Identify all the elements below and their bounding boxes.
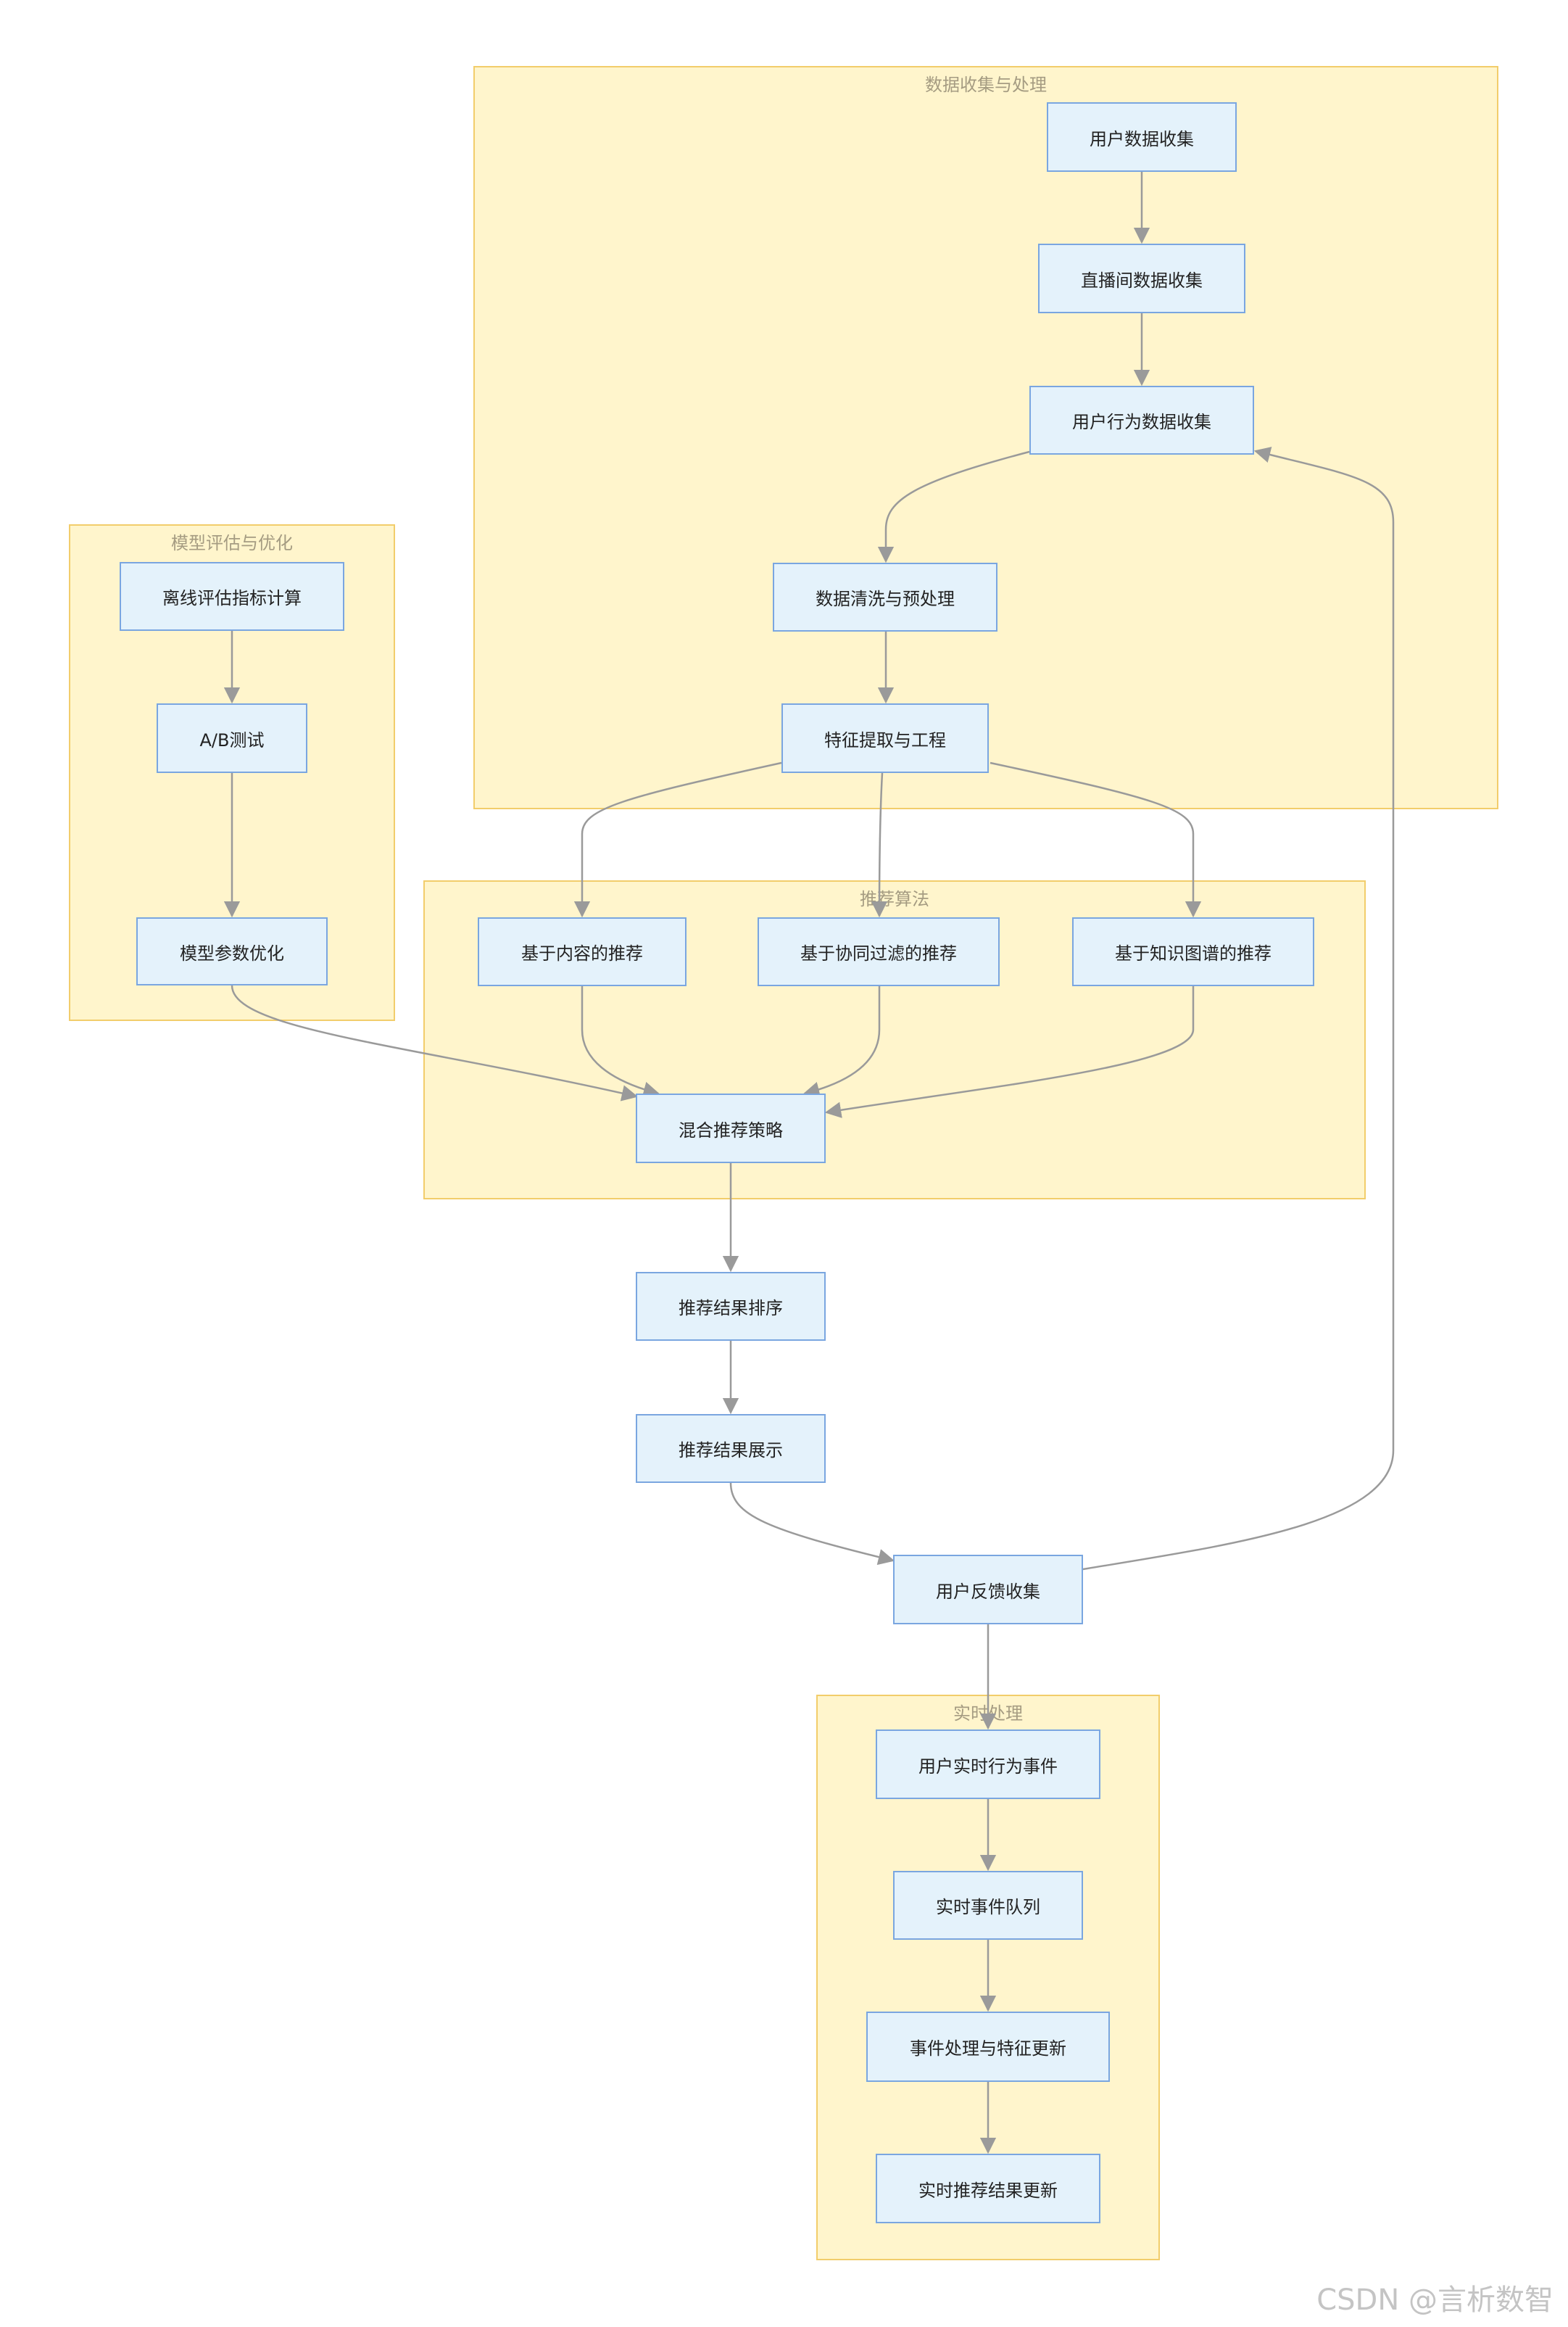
edge-content-to-hybrid xyxy=(581,986,660,1098)
node-kg-rec: 基于知识图谱的推荐 xyxy=(1072,917,1314,986)
node-rt-update: 实时推荐结果更新 xyxy=(876,2154,1100,2223)
edge-feature-to-content xyxy=(573,761,782,918)
node-behavior-data: 用户行为数据收集 xyxy=(1029,386,1254,455)
node-rt-event: 用户实时行为事件 xyxy=(876,1729,1100,1799)
edge-behavior-to-cleaning xyxy=(877,450,1030,563)
node-content-rec: 基于内容的推荐 xyxy=(478,917,686,986)
node-offline-eval: 离线评估指标计算 xyxy=(120,562,344,631)
group-data-processing: 数据收集与处理 xyxy=(473,66,1498,809)
node-param-opt: 模型参数优化 xyxy=(136,917,328,985)
edge-kg-to-hybrid xyxy=(824,986,1195,1118)
edge-feature-to-cf xyxy=(871,772,888,918)
watermark: CSDN @言析数智 xyxy=(1316,2283,1554,2317)
node-live-data: 直播间数据收集 xyxy=(1038,244,1245,313)
node-hybrid: 混合推荐策略 xyxy=(636,1094,826,1163)
group-title: 数据收集与处理 xyxy=(925,75,1047,95)
node-ranking: 推荐结果排序 xyxy=(636,1272,826,1341)
node-cleaning: 数据清洗与预处理 xyxy=(773,563,997,632)
group-title: 模型评估与优化 xyxy=(171,533,293,553)
node-feature: 特征提取与工程 xyxy=(781,703,989,773)
node-display: 推荐结果展示 xyxy=(636,1414,826,1483)
node-rt-processing: 事件处理与特征更新 xyxy=(866,2012,1110,2082)
edge-display-to-feedback xyxy=(729,1482,895,1566)
edge-param-to-hybrid xyxy=(231,985,639,1101)
node-rt-queue: 实时事件队列 xyxy=(893,1871,1083,1940)
edge-feedback-to-behavior xyxy=(1082,447,1395,1571)
node-feedback: 用户反馈收集 xyxy=(893,1555,1083,1624)
node-cf-rec: 基于协同过滤的推荐 xyxy=(758,917,1000,986)
node-ab-test: A/B测试 xyxy=(157,703,307,773)
edge-feature-to-kg xyxy=(990,761,1202,918)
edge-cf-to-hybrid xyxy=(802,986,881,1098)
node-user-data: 用户数据收集 xyxy=(1047,102,1237,172)
